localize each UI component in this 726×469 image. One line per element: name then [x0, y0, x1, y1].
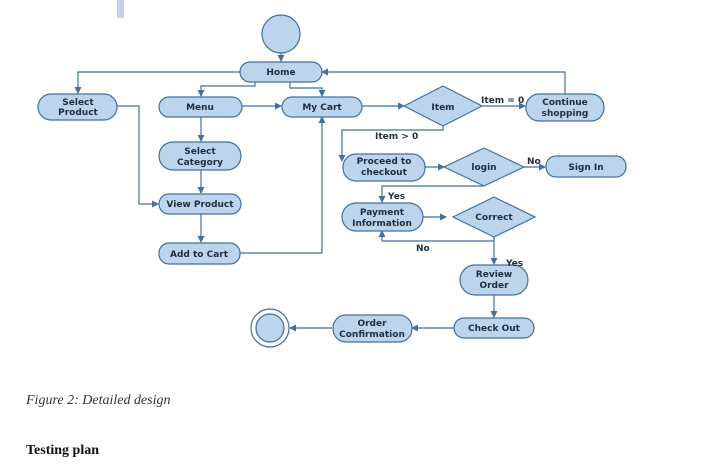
svg-text:Information: Information — [352, 219, 412, 229]
node-continue-shopping: Continue shopping — [525, 93, 605, 122]
label-item-gt-zero: Item > 0 — [375, 132, 418, 142]
decision-login: login — [442, 147, 526, 187]
svg-text:Correct: Correct — [475, 213, 513, 223]
svg-text:Product: Product — [58, 108, 98, 118]
node-select-product: Select Product — [37, 93, 118, 121]
node-review-order: Review Order — [459, 264, 529, 296]
svg-text:Home: Home — [266, 68, 295, 78]
svg-text:shopping: shopping — [542, 109, 589, 119]
svg-text:Order: Order — [357, 319, 387, 329]
svg-text:Sign In: Sign In — [568, 163, 603, 173]
node-order-confirmation: Order Confirmation — [332, 314, 413, 343]
svg-text:My Cart: My Cart — [302, 103, 342, 113]
figure-caption: Figure 2: Detailed design — [26, 393, 171, 408]
svg-text:Confirmation: Confirmation — [339, 330, 405, 340]
edge-item-proceed — [338, 126, 444, 162]
edge-home-menu — [197, 82, 256, 97]
label-correct-yes: Yes — [505, 259, 523, 269]
edge-continue-home — [321, 68, 566, 94]
node-home: Home — [239, 61, 323, 83]
node-proceed-to-checkout: Proceed to checkout — [342, 153, 426, 182]
node-sign-in: Sign In — [545, 155, 627, 178]
svg-text:View Product: View Product — [166, 200, 234, 210]
node-menu: Menu — [158, 96, 243, 118]
svg-text:Category: Category — [177, 158, 223, 168]
node-check-out: Check Out — [453, 317, 535, 339]
svg-text:Order: Order — [479, 281, 509, 291]
edge-correct-payment — [378, 230, 495, 242]
svg-text:Select: Select — [184, 147, 216, 157]
svg-text:Item: Item — [431, 103, 454, 113]
svg-text:Add to Cart: Add to Cart — [170, 250, 229, 260]
svg-text:Proceed to: Proceed to — [357, 157, 412, 167]
flowchart: Home Select Product Menu My Cart Continu… — [37, 14, 627, 348]
edge-home-select-product — [74, 71, 240, 94]
page-edge-marker — [117, 0, 124, 18]
svg-text:Review: Review — [476, 270, 512, 280]
section-heading: Testing plan — [26, 443, 100, 458]
node-my-cart: My Cart — [281, 96, 363, 118]
start-node — [261, 14, 301, 54]
decision-item: Item — [402, 85, 484, 127]
svg-text:Menu: Menu — [186, 103, 214, 113]
svg-text:Payment: Payment — [360, 208, 405, 218]
node-select-category: Select Category — [158, 141, 242, 171]
edges — [74, 48, 566, 332]
node-payment-information: Payment Information — [341, 202, 424, 232]
node-view-product: View Product — [158, 193, 242, 215]
svg-text:Select: Select — [62, 98, 94, 108]
svg-text:Check Out: Check Out — [468, 324, 521, 334]
label-correct-no: No — [416, 244, 430, 254]
edge-login-payment — [378, 185, 484, 203]
edge-home-my-cart — [289, 82, 326, 97]
decision-correct: Correct — [451, 196, 537, 238]
label-login-yes: Yes — [387, 192, 405, 202]
edge-add-my-cart — [240, 116, 326, 254]
node-add-to-cart: Add to Cart — [158, 242, 241, 265]
label-login-no: No — [527, 157, 541, 167]
svg-text:login: login — [471, 163, 496, 173]
svg-text:Continue: Continue — [542, 98, 588, 108]
edge-select-product-view — [117, 105, 159, 208]
svg-text:checkout: checkout — [361, 168, 408, 178]
end-node — [250, 308, 290, 348]
label-item-zero: Item = 0 — [481, 96, 524, 106]
